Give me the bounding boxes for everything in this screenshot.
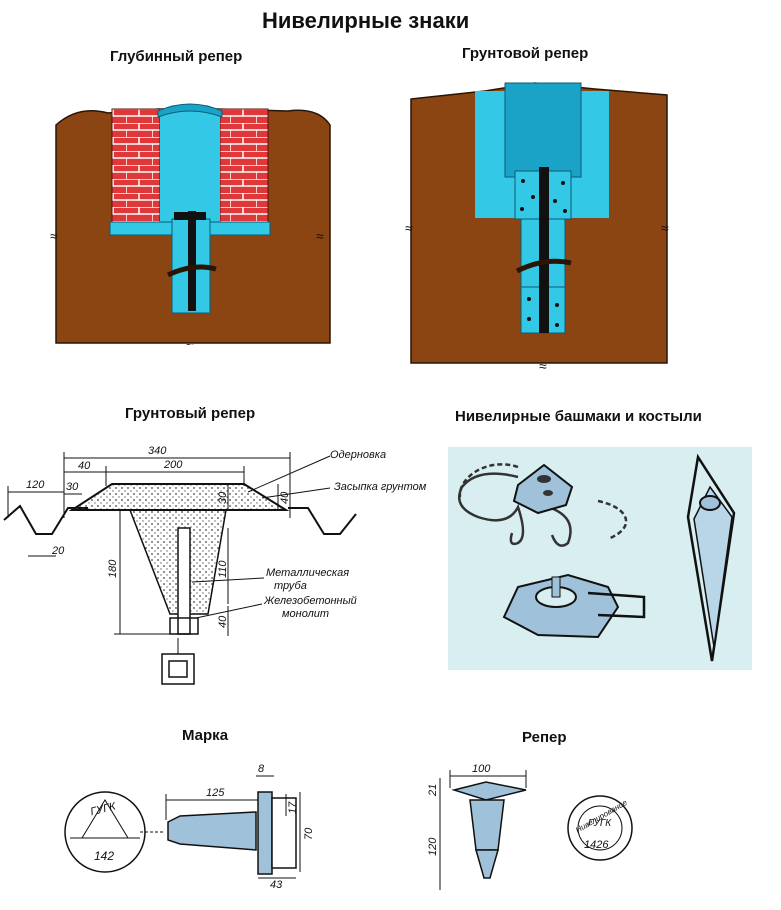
section-title-ground-drawing: Грунтовый репер bbox=[125, 405, 256, 422]
benchmark-dim-21: 21 bbox=[427, 784, 439, 797]
section-title-shoes-crutches: Нивелирные башмаки и костыли bbox=[455, 408, 702, 425]
benchmark-plate-label: ГУГК bbox=[588, 818, 612, 829]
page-title: Нивелирные знаки bbox=[262, 8, 470, 33]
benchmark-drawing: 100 21 120 Нивелирование ГУГК 1426 bbox=[427, 763, 633, 890]
ground-benchmark-illustration: ≈ ≈ ≈ bbox=[405, 82, 669, 370]
svg-text:120: 120 bbox=[26, 479, 45, 491]
svg-text:40: 40 bbox=[217, 615, 229, 628]
svg-text:≈: ≈ bbox=[539, 358, 547, 370]
annotation-monolith-1: Железобетонный bbox=[264, 595, 357, 607]
svg-text:110: 110 bbox=[217, 560, 229, 578]
mark-dim-70: 70 bbox=[303, 827, 315, 840]
svg-text:40: 40 bbox=[78, 460, 91, 472]
svg-text:180: 180 bbox=[107, 559, 119, 578]
svg-text:≈: ≈ bbox=[50, 228, 58, 244]
svg-text:40: 40 bbox=[279, 491, 291, 504]
mark-drawing: ГУГК 142 125 8 17 70 43 bbox=[64, 763, 315, 890]
svg-text:≈: ≈ bbox=[661, 220, 669, 236]
mark-dim-8: 8 bbox=[258, 763, 265, 775]
svg-text:30: 30 bbox=[217, 491, 229, 504]
section-title-mark: Марка bbox=[182, 727, 229, 744]
mark-plate-number: 142 bbox=[94, 849, 114, 863]
shoes-crutches-panel bbox=[448, 447, 752, 670]
section-title-ground-benchmark: Грунтовой репер bbox=[462, 45, 589, 62]
svg-text:≈: ≈ bbox=[186, 338, 194, 345]
benchmark-dim-120: 120 bbox=[427, 837, 439, 856]
svg-text:≈: ≈ bbox=[316, 228, 324, 244]
annotation-pipe-1: Металлическая bbox=[266, 567, 350, 579]
mark-dim-43: 43 bbox=[270, 879, 283, 890]
annotation-pipe-2: труба bbox=[274, 580, 307, 592]
svg-text:20: 20 bbox=[51, 545, 65, 557]
mark-dim-125: 125 bbox=[206, 787, 225, 799]
ground-benchmark-drawing: 340 200 40 120 30 20 180 30 110 40 40 bbox=[3, 445, 357, 685]
annotation-sod: Одерновка bbox=[330, 449, 387, 461]
benchmark-dim-100: 100 bbox=[472, 763, 491, 775]
annotation-monolith-2: монолит bbox=[282, 608, 330, 620]
svg-text:340: 340 bbox=[148, 445, 167, 457]
section-title-benchmark: Репер bbox=[522, 729, 567, 746]
svg-text:≈: ≈ bbox=[405, 220, 413, 236]
deep-benchmark-illustration: ≈ ≈ ≈ bbox=[50, 103, 331, 345]
benchmark-plate-number: 1426 bbox=[584, 839, 609, 851]
section-title-deep-benchmark: Глубинный репер bbox=[110, 48, 243, 65]
svg-text:200: 200 bbox=[163, 459, 183, 471]
mark-dim-17: 17 bbox=[287, 801, 299, 814]
annotation-backfill: Засыпка грунтом bbox=[334, 481, 427, 493]
svg-text:30: 30 bbox=[66, 481, 79, 493]
